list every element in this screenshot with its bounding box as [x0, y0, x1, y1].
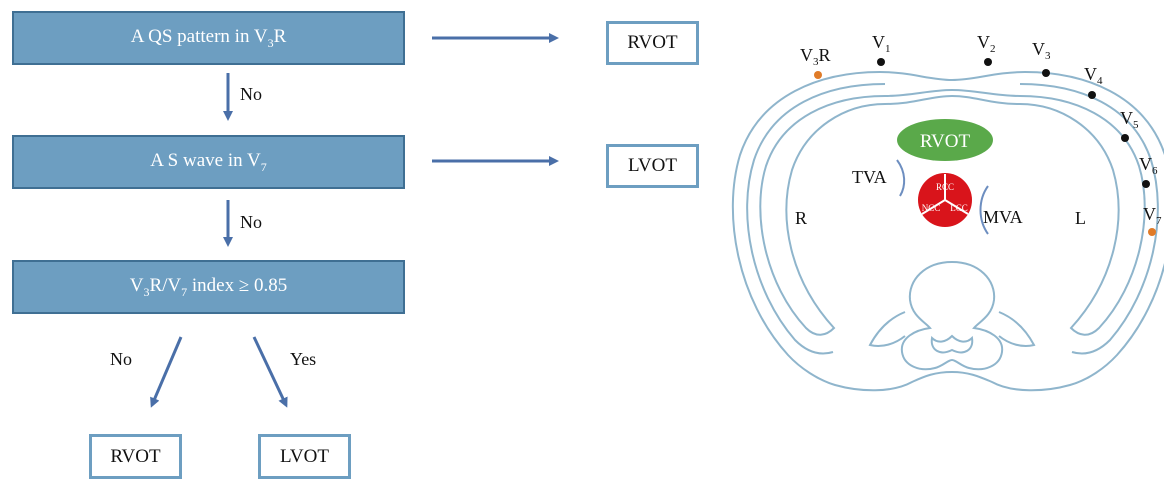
lead-label-v4: V4 — [1084, 64, 1103, 87]
result-no-rvot-text: RVOT — [110, 445, 161, 467]
step-s-wave-text: A S wave in V7 — [150, 149, 267, 174]
rcc-label: RCC — [936, 182, 954, 192]
thorax-rib-outer — [746, 83, 886, 355]
rvot-ellipse — [897, 119, 993, 161]
result-rvot-box: RVOT — [606, 21, 699, 65]
left-side-label: L — [1075, 208, 1086, 228]
thorax-rib-inner — [759, 88, 1146, 336]
electrode-v2 — [984, 58, 992, 66]
electrode-v3r — [814, 71, 822, 79]
right-side-label: R — [795, 208, 807, 228]
spinal-canal — [930, 334, 974, 354]
step-qs-pattern-text: A QS pattern in V3R — [130, 25, 287, 50]
label-no-3: No — [110, 349, 132, 369]
ncc-label: NCC — [922, 203, 941, 213]
result-rvot-text: RVOT — [627, 32, 678, 53]
lead-label-v2: V2 — [977, 32, 996, 55]
mva-label: MVA — [983, 207, 1023, 227]
electrode-v7 — [1148, 228, 1156, 236]
label-no-2: No — [240, 212, 262, 232]
step-index-text: V3R/V7 index ≥ 0.85 — [129, 274, 288, 299]
tva-label: TVA — [852, 167, 887, 187]
lead-label-v3r: V3R — [800, 45, 831, 68]
step-index-box: V3R/V7 index ≥ 0.85 — [12, 260, 405, 314]
arrow-step3-to-no — [150, 336, 183, 408]
vertebra-outline — [900, 260, 1004, 371]
arrow-step3-to-yes — [252, 336, 288, 408]
electrode-v1 — [877, 58, 885, 66]
result-lvot-text: LVOT — [628, 155, 677, 176]
aortic-valve-commissures — [921, 174, 969, 215]
label-no-1: No — [240, 84, 262, 104]
lead-label-v1: V1 — [872, 32, 891, 55]
electrode-v5 — [1121, 134, 1129, 142]
lead-label-v7: V7 — [1143, 204, 1162, 227]
vertebra-process-left — [868, 311, 906, 347]
electrode-v3 — [1042, 69, 1050, 77]
result-no-rvot-box: RVOT — [89, 434, 182, 479]
step-s-wave-box: A S wave in V7 — [12, 135, 405, 189]
result-yes-lvot-box: LVOT — [258, 434, 351, 479]
result-lvot-box: LVOT — [606, 144, 699, 188]
step-qs-pattern-box: A QS pattern in V3R — [12, 11, 405, 65]
lead-label-v5: V5 — [1120, 108, 1139, 131]
electrode-v4 — [1088, 91, 1096, 99]
vertebra-process-right — [998, 311, 1036, 347]
result-yes-lvot-text: LVOT — [280, 445, 329, 467]
mva-arc — [979, 185, 989, 235]
lcc-label: LCC — [950, 203, 968, 213]
lead-label-v6: V6 — [1139, 154, 1158, 177]
lead-label-v3: V3 — [1032, 39, 1051, 62]
label-yes: Yes — [290, 349, 317, 369]
thorax-outer-contour — [731, 70, 1164, 392]
electrode-v6 — [1142, 180, 1150, 188]
tva-arc — [896, 159, 906, 197]
rvot-label: RVOT — [920, 131, 971, 152]
